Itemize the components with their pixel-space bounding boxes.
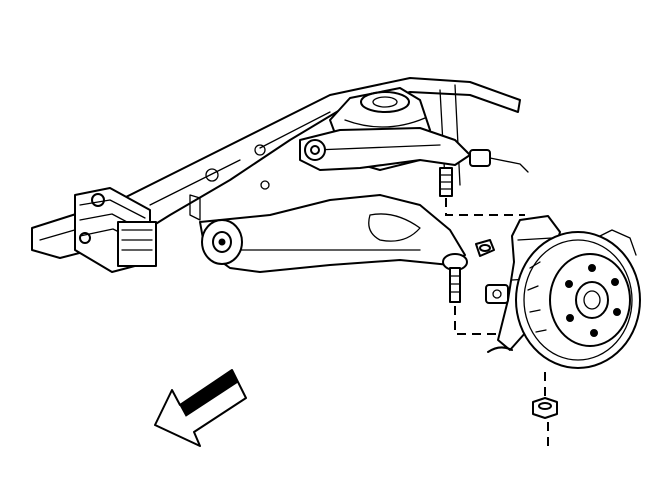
frame-rail [31,77,521,273]
ball-joint-stud [442,253,505,335]
upper-nut [475,239,495,257]
brake-rotor-hub [515,229,641,369]
upper-ball-joint [439,167,525,216]
front-direction-arrow-icon [154,369,247,447]
lower-control-arm [199,194,466,273]
lower-nut [532,372,558,450]
upper-control-arm [299,127,529,173]
